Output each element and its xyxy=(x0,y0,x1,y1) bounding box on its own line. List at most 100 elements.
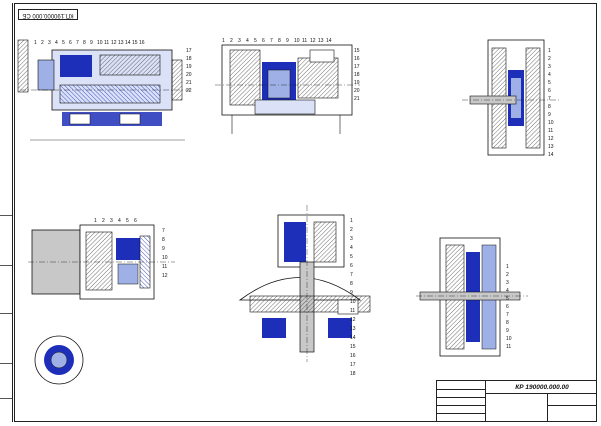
panel1-callout-3: 3 xyxy=(48,40,51,46)
panel6-callout-9: 9 xyxy=(506,328,509,334)
panel5-callout-17: 17 xyxy=(350,362,356,368)
panel5-callout-11: 11 xyxy=(350,308,355,314)
panel2-callout-17: 17 xyxy=(354,64,360,70)
panel3-callout-4: 4 xyxy=(548,72,551,78)
panel2-callout-12: 12 xyxy=(310,38,316,44)
panel1-callout-22: 22 xyxy=(186,88,192,94)
panel4-callout-10: 10 xyxy=(162,255,168,261)
panel6-callout-8: 8 xyxy=(506,320,509,326)
panel-2-electromagnetic-brake xyxy=(215,44,360,134)
panel5-callout-10: 10 xyxy=(350,299,356,305)
panel1-callout-11: 11 xyxy=(104,40,109,46)
panel1-callout-1: 1 xyxy=(34,40,37,46)
panel2-callout-20: 20 xyxy=(354,88,360,94)
panel1-callout-12: 12 xyxy=(111,40,117,46)
panel5-callout-3: 3 xyxy=(350,236,353,242)
panel2-callout-14: 14 xyxy=(326,38,332,44)
panel1-callout-21: 21 xyxy=(186,80,192,86)
panel4-callout-4: 4 xyxy=(118,218,121,224)
panel5-callout-16: 16 xyxy=(350,353,356,359)
panel2-callout-15: 15 xyxy=(354,48,360,54)
panel2-callout-21: 21 xyxy=(354,96,360,102)
panel1-callout-13: 13 xyxy=(118,40,124,46)
panel3-callout-12: 12 xyxy=(548,136,554,142)
panel1-callout-19: 19 xyxy=(186,64,192,70)
panel6-callout-10: 10 xyxy=(506,336,512,342)
panel1-callout-16: 16 xyxy=(139,40,145,46)
panel2-callout-7: 7 xyxy=(270,38,273,44)
panel3-callout-7: 7 xyxy=(548,96,551,102)
panel5-callout-9: 9 xyxy=(350,290,353,296)
panel4-callout-6: 6 xyxy=(134,218,137,224)
panel1-callout-10: 10 xyxy=(97,40,103,46)
panel1-callout-14: 14 xyxy=(125,40,131,46)
panel4-callout-8: 8 xyxy=(162,237,165,243)
panel6-callout-6: 6 xyxy=(506,304,509,310)
panel1-callout-20: 20 xyxy=(186,72,192,78)
panel1-callout-5: 5 xyxy=(62,40,65,46)
panel5-callout-4: 4 xyxy=(350,245,353,251)
panel2-callout-8: 8 xyxy=(278,38,281,44)
panel6-callout-7: 7 xyxy=(506,312,509,318)
panel3-callout-6: 6 xyxy=(548,88,551,94)
panel2-callout-11: 11 xyxy=(302,38,307,44)
panel2-callout-9: 9 xyxy=(286,38,289,44)
panel5-callout-18: 18 xyxy=(350,371,356,377)
panel3-callout-5: 5 xyxy=(548,80,551,86)
panel5-callout-7: 7 xyxy=(350,272,353,278)
panel6-callout-4: 4 xyxy=(506,288,509,294)
panel5-callout-14: 14 xyxy=(350,335,356,341)
panel3-callout-3: 3 xyxy=(548,64,551,70)
panel1-callout-8: 8 xyxy=(83,40,86,46)
panel5-callout-6: 6 xyxy=(350,263,353,269)
panel2-callout-10: 10 xyxy=(294,38,300,44)
binding-strip xyxy=(0,3,13,422)
panel2-callout-13: 13 xyxy=(318,38,324,44)
panel6-callout-1: 1 xyxy=(506,264,509,270)
panel5-callout-8: 8 xyxy=(350,281,353,287)
panel6-callout-3: 3 xyxy=(506,280,509,286)
panel5-callout-2: 2 xyxy=(350,227,353,233)
panel1-callout-7: 7 xyxy=(76,40,79,46)
group-cell xyxy=(549,405,597,417)
panel4-callout-12: 12 xyxy=(162,273,168,279)
panel4-callout-2: 2 xyxy=(102,218,105,224)
panel2-callout-4: 4 xyxy=(246,38,249,44)
panel-3-friction-brake xyxy=(462,39,560,156)
title-block: КР 190000.000.00 xyxy=(436,380,597,422)
panel2-callout-18: 18 xyxy=(354,72,360,78)
panel1-callout-17: 17 xyxy=(186,48,192,54)
panel6-callout-11: 11 xyxy=(506,344,511,350)
panel6-callout-5: 5 xyxy=(506,296,509,302)
panel6-callout-2: 2 xyxy=(506,272,509,278)
panel3-callout-11: 11 xyxy=(548,128,553,134)
panel5-callout-12: 12 xyxy=(350,317,356,323)
panel2-callout-19: 19 xyxy=(354,80,360,86)
panel1-callout-4: 4 xyxy=(55,40,58,46)
panel4-callout-3: 3 xyxy=(110,218,113,224)
panel2-callout-16: 16 xyxy=(354,56,360,62)
panel-1-electromagnetic-brake xyxy=(17,39,190,141)
panel4-callout-7: 7 xyxy=(162,228,165,234)
panel1-callout-9: 9 xyxy=(90,40,93,46)
panel3-callout-14: 14 xyxy=(548,152,554,158)
panel3-callout-8: 8 xyxy=(548,104,551,110)
panel4-callout-5: 5 xyxy=(126,218,129,224)
panel-5-electromagnetic-brake xyxy=(238,205,371,362)
panel3-callout-13: 13 xyxy=(548,144,554,150)
panel2-callout-1: 1 xyxy=(222,38,225,44)
panel3-callout-2: 2 xyxy=(548,56,551,62)
panel4-callout-9: 9 xyxy=(162,246,165,252)
panel2-callout-5: 5 xyxy=(254,38,257,44)
panel4-callout-11: 11 xyxy=(162,264,167,270)
panel5-callout-13: 13 xyxy=(350,326,356,332)
panel1-callout-2: 2 xyxy=(41,40,44,46)
panel1-callout-18: 18 xyxy=(186,56,192,62)
panel3-callout-1: 1 xyxy=(548,48,551,54)
panel4-callout-1: 1 xyxy=(94,218,97,224)
panel3-callout-9: 9 xyxy=(548,112,551,118)
panel5-callout-1: 1 xyxy=(350,218,353,224)
panel1-callout-15: 15 xyxy=(132,40,138,46)
